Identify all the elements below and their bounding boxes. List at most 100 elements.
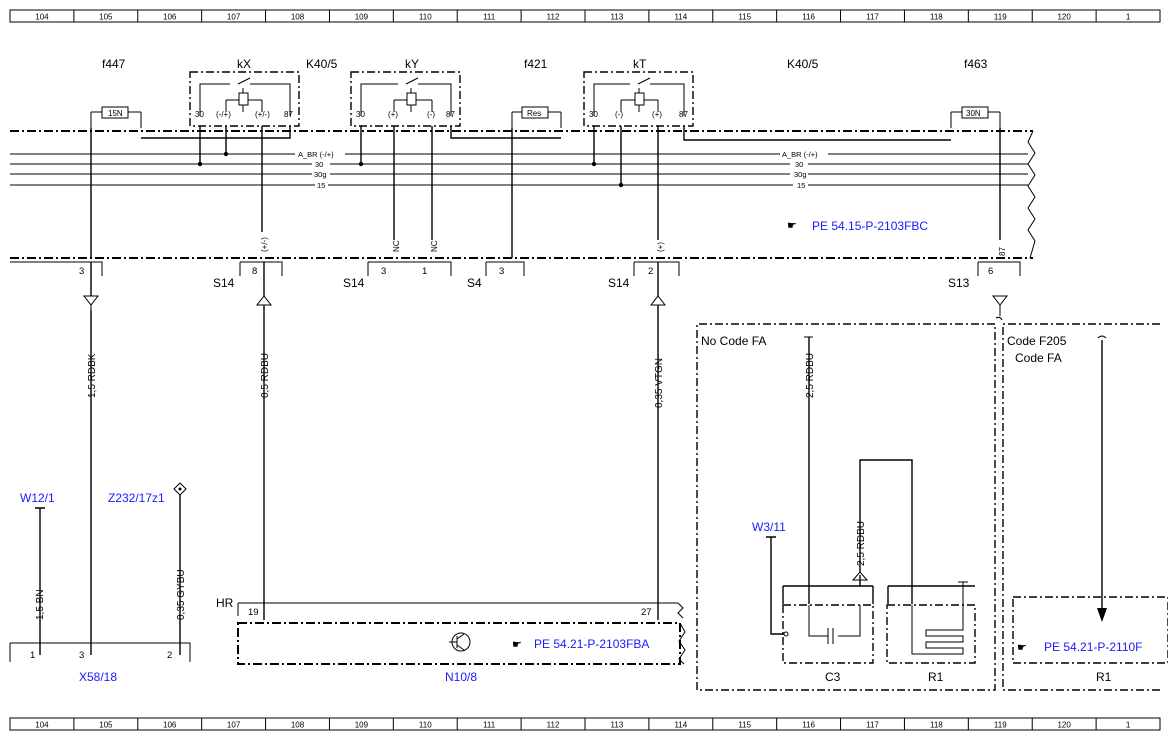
pointer-icon: ☛: [787, 220, 797, 232]
relay-kt-symbol: [593, 77, 685, 116]
fuse-f447-rating: 15N: [108, 109, 123, 118]
grid-column-label: 112: [547, 13, 560, 22]
x-pin-3-b: 3: [381, 266, 386, 277]
connector-strips: [10, 261, 1021, 276]
x-pin-3-a: 3: [79, 266, 84, 277]
grid-column-label: 118: [930, 13, 943, 22]
wire-w3-11: [766, 536, 784, 635]
pin-label-plus: (+): [656, 242, 665, 252]
fuse-f421: Res: [511, 106, 562, 128]
relay-ky-symbol: [360, 77, 452, 116]
label-code-f205: Code F205: [1007, 334, 1067, 348]
x58-pin-3: 3: [79, 650, 84, 661]
grid-column-label: 109: [355, 721, 369, 730]
grid-column-label: 111: [483, 13, 496, 22]
kt-pin-87: 87: [679, 110, 688, 119]
label-r1-b: R1: [1096, 670, 1112, 684]
reference-pe-2103fbc[interactable]: PE 54.15-P-2103FBC: [812, 219, 928, 233]
c3-connector: [782, 585, 874, 604]
reference-pe-2110f[interactable]: PE 54.21-P-2110F: [1044, 640, 1143, 654]
grid-column-label: 108: [291, 13, 305, 22]
wire-1-5-rdbk: 1,5 RDBK: [87, 353, 98, 398]
kx-pin-30: 30: [195, 110, 204, 119]
label-r1-a: R1: [928, 670, 944, 684]
vertical-wires: [90, 262, 659, 655]
pin-label-nc-b: NC: [430, 240, 439, 252]
grid-column-label: 1: [1126, 721, 1131, 730]
pin-label-87: 87: [998, 247, 1007, 256]
hr-connector-outline: [237, 602, 678, 616]
kx-pin-plus-minus: (+/-): [255, 110, 270, 119]
bus-right-30g: 30g: [794, 170, 807, 179]
fuse-f463-rating: 30N: [966, 109, 981, 118]
kt-pin-30: 30: [589, 110, 598, 119]
label-code-fa: Code FA: [1015, 351, 1062, 365]
ref-n10-8[interactable]: N10/8: [445, 670, 477, 684]
grid-column-label: 115: [738, 13, 751, 22]
grid-column-label: 114: [674, 13, 687, 22]
x-pin-2: 2: [648, 266, 653, 277]
grid-column-label: 115: [738, 721, 751, 730]
connector-s14-a: S14: [213, 276, 235, 290]
grid-column-label: 109: [355, 13, 369, 22]
grid-column-label: 113: [611, 721, 624, 730]
x-pin-6: 6: [988, 266, 993, 277]
wire-0-35-gybu: 0,35 GYBU: [176, 569, 187, 620]
bus-left-30: 30: [315, 160, 323, 169]
fuse-f463: 30N: [950, 106, 1001, 128]
pin-label-plus-minus: (+/-): [260, 237, 269, 252]
bus-lines: [10, 153, 1028, 186]
grid-column-label: 105: [99, 13, 113, 22]
ref-w3-11[interactable]: W3/11: [752, 520, 786, 534]
grid-column-label: 119: [994, 13, 1007, 22]
connector-s13: S13: [948, 276, 970, 290]
grid-column-label: 110: [419, 13, 432, 22]
grid-column-label: 104: [35, 721, 49, 730]
bus-right-15: 15: [797, 181, 805, 190]
grid-column-label: 117: [866, 13, 879, 22]
wire-0-35-vtgn: 0,35 VTGN: [654, 358, 665, 408]
reference-pe-2103fba[interactable]: PE 54.21-P-2103FBA: [534, 637, 649, 651]
ky-pin-plus: (+): [388, 110, 398, 119]
connector-s14-c: S14: [608, 276, 630, 290]
x-pin-1: 1: [422, 266, 427, 277]
pointer-icon-3: ☛: [1017, 642, 1027, 654]
grid-column-label: 107: [227, 721, 241, 730]
ref-w12-1[interactable]: W12/1: [20, 491, 55, 505]
wire-2-5-rdbu-a: 2,5 RDBU: [805, 353, 816, 398]
bus-left-15: 15: [317, 181, 325, 190]
relay-kx-box: [189, 71, 300, 127]
relay-kx-symbol: [199, 77, 291, 116]
connector-s4: S4: [467, 276, 482, 290]
r1-connector: [887, 585, 975, 604]
ref-x58-18[interactable]: X58/18: [79, 670, 117, 684]
fuse-f421-rating: Res: [527, 109, 541, 118]
ref-z232-17z1[interactable]: Z232/17z1: [108, 491, 165, 505]
f463-label: f463: [964, 57, 988, 71]
n10-8-break-edge: [678, 622, 686, 665]
grid-column-label: 105: [99, 721, 113, 730]
grid-column-label: 112: [547, 721, 560, 730]
hr-break: [677, 602, 684, 619]
connector-s14-b: S14: [343, 276, 365, 290]
hr-label: HR: [216, 596, 234, 610]
relay-kt-box: [583, 71, 694, 127]
bus-left-30g: 30g: [314, 170, 327, 179]
f447-label: f447: [102, 57, 126, 71]
bus-right-30: 30: [795, 160, 803, 169]
bus-left-abr: A_BR (-/+): [298, 150, 334, 159]
hr-pin-19: 19: [248, 607, 259, 618]
relay-ky-box: [350, 71, 461, 127]
kx-pin-minus-plus: (-/+): [216, 110, 231, 119]
ky-pin-30: 30: [356, 110, 365, 119]
variant-switch-icon: [995, 316, 1003, 321]
grid-column-label: 107: [227, 13, 241, 22]
heater-element-icon: [911, 581, 968, 655]
f421-label: f421: [524, 57, 548, 71]
connector-x58-18-outline: [9, 642, 191, 662]
grid-column-label: 118: [930, 721, 943, 730]
wire-break-icon: [1097, 335, 1107, 339]
x-pin-3-c: 3: [499, 266, 504, 277]
